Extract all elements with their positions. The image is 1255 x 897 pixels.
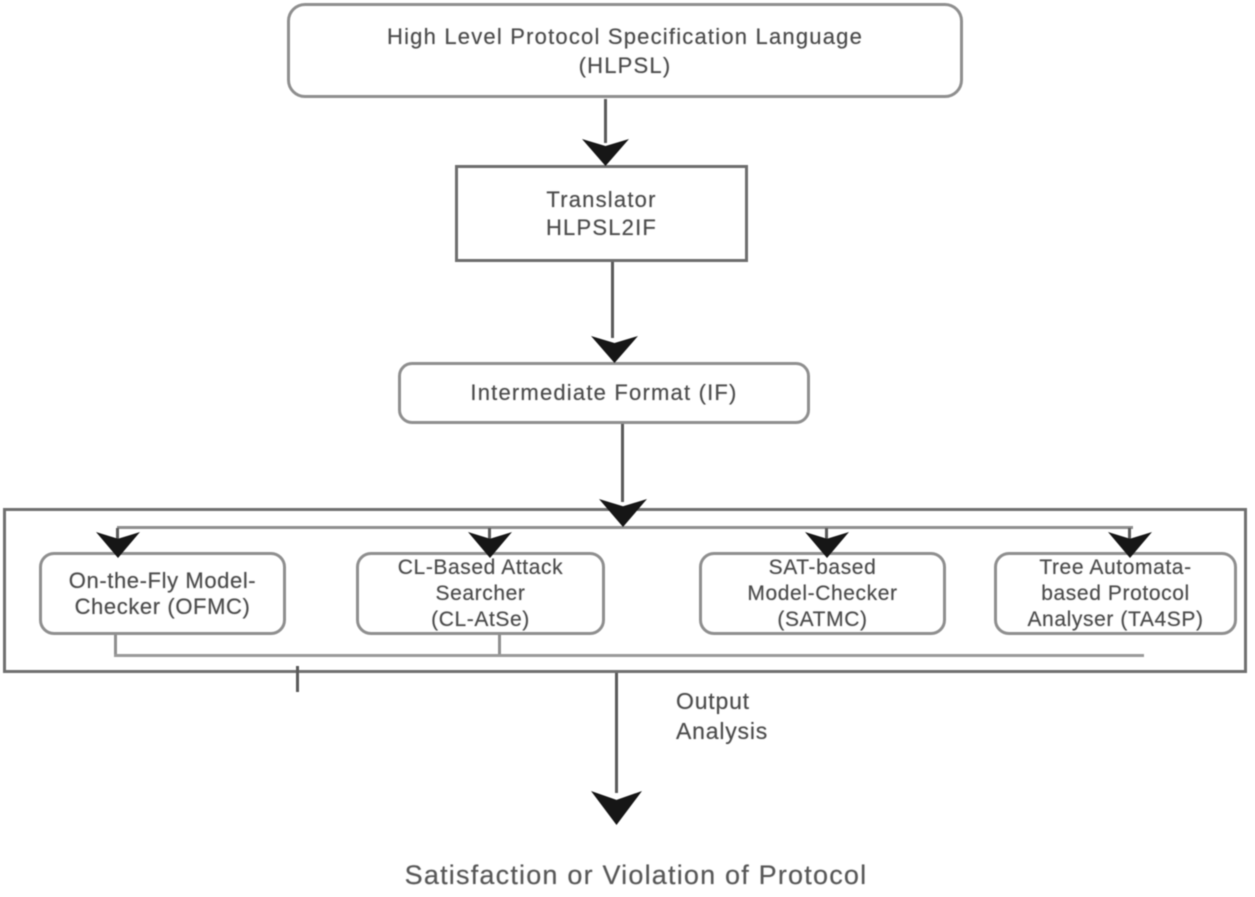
hlpsl-label-line1: High Level Protocol Specification Langua…: [386, 23, 864, 49]
ofmc-label-line1: On-the-Fly Model-: [68, 567, 257, 593]
ta4sp-label-line2: based Protocol: [1041, 581, 1190, 605]
output-analysis-label: Output Analysis: [676, 686, 768, 746]
connector-output: [615, 673, 618, 793]
down-arrow-icon: [582, 139, 629, 166]
satmc-label-line3: (SATMC): [777, 607, 868, 631]
satmc-box: SAT-based Model-Checker (SATMC): [699, 552, 946, 635]
intermediate-format-box: Intermediate Format (IF): [398, 362, 810, 424]
connector-clatse-collect: [498, 634, 501, 656]
connector-hlpsl-translator: [604, 99, 607, 143]
connector-branch-satmc: [825, 528, 828, 540]
connector-branch-ta4sp: [1128, 528, 1131, 540]
distribution-line: [117, 526, 1133, 529]
connector-branch-ofmc: [116, 528, 119, 540]
connector-if-backends: [621, 424, 624, 502]
connector-ofmc-collect: [114, 634, 117, 656]
translator-label-line1: Translator: [546, 186, 657, 212]
hlpsl-box: High Level Protocol Specification Langua…: [287, 3, 963, 98]
clatse-label-line1: CL-Based Attack: [397, 555, 564, 579]
output-label-line2: Analysis: [676, 718, 769, 744]
ta4sp-label-line1: Tree Automata-: [1039, 555, 1192, 579]
hlpsl-label-line2: (HLPSL): [578, 52, 672, 78]
clatse-label-line3: (CL-AtSe): [431, 607, 530, 631]
collection-line: [114, 654, 1144, 657]
ta4sp-box: Tree Automata- based Protocol Analyser (…: [994, 552, 1237, 635]
clatse-label-line2: Searcher: [435, 581, 526, 605]
ofmc-label-line2: Checker (OFMC): [74, 593, 251, 619]
ofmc-box: On-the-Fly Model- Checker (OFMC): [39, 552, 286, 635]
down-arrow-icon: [591, 791, 642, 825]
if-label: Intermediate Format (IF): [470, 380, 738, 405]
tick-mark: [296, 666, 299, 692]
down-arrow-icon: [591, 336, 638, 363]
result-label: Satisfaction or Violation of Protocol: [404, 860, 868, 890]
translator-box: Translator HLPSL2IF: [455, 165, 748, 262]
satmc-label-line1: SAT-based: [768, 555, 877, 579]
satmc-label-line2: Model-Checker: [747, 581, 898, 605]
connector-translator-if: [611, 262, 614, 338]
clatse-box: CL-Based Attack Searcher (CL-AtSe): [356, 552, 605, 635]
ta4sp-label-line3: Analyser (TA4SP): [1027, 607, 1204, 631]
output-label-line1: Output: [676, 688, 750, 714]
connector-branch-clatse: [488, 528, 491, 540]
translator-label-line2: HLPSL2IF: [545, 214, 658, 240]
